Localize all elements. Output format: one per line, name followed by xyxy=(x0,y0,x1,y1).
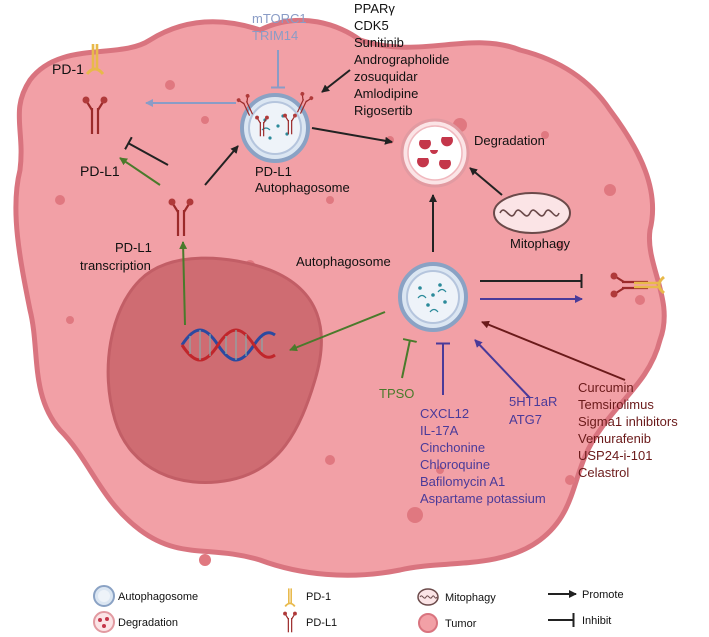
autophagosome-icon xyxy=(398,262,468,332)
brown-group-item: USP24-i-101 xyxy=(578,448,652,463)
promote-top-group-item: Rigosertib xyxy=(354,103,413,118)
degradation-label: Degradation xyxy=(474,133,545,148)
mitophagy-icon xyxy=(493,192,571,234)
legend-degradation: Degradation xyxy=(118,617,178,629)
legend-inhibit: Inhibit xyxy=(582,615,611,627)
mitophagy-label: Mitophagy xyxy=(510,236,570,251)
arrow-dna-to-transcription xyxy=(179,241,188,326)
purple-inhibit-group-item: Chloroquine xyxy=(420,457,490,472)
pdl1-autophagosome-icon xyxy=(235,90,315,163)
brown-group-item: Vemurafenib xyxy=(578,431,651,446)
purple-inhibit-group-item: CXCL12 xyxy=(420,406,469,421)
legend-tumor-icon xyxy=(418,613,438,633)
brown-group-item: Celastrol xyxy=(578,465,629,480)
brown-group-item: Sigma1 inhibitors xyxy=(578,414,678,429)
arrow-promote-top xyxy=(321,69,351,93)
promote-top-group-item: Andrographolide xyxy=(354,52,449,67)
promote-top-group-item: Sunitinib xyxy=(354,35,404,50)
arrow-mitophagy-to-degradation xyxy=(469,167,503,196)
promote-top-group-item: Amlodipine xyxy=(354,86,418,101)
mtor-group-item: mTORC1 xyxy=(252,11,307,26)
purple-inhibit-group-item: Aspartame potassium xyxy=(420,491,546,506)
legend-mitophagy: Mitophagy xyxy=(445,592,496,604)
promote-top-group-item: CDK5 xyxy=(354,18,389,33)
arrow-brown-group xyxy=(481,320,626,381)
purple-inhibit-group-item: IL-17A xyxy=(420,423,459,438)
tpso-label: TPSO xyxy=(379,386,414,401)
legend-autophagosome: Autophagosome xyxy=(118,591,198,603)
mtor-group-item: TRIM14 xyxy=(252,28,298,43)
brown-group-item: Curcumin xyxy=(578,380,634,395)
purple-inhibit-group-item: Bafilomycin A1 xyxy=(420,474,505,489)
purple-promote-group: 5HT1aR ATG7 xyxy=(509,394,557,427)
pdl1-autophagosome-label-1: PD-L1 xyxy=(255,164,292,179)
legend-autophagosome-icon xyxy=(93,585,115,607)
legend-degradation-icon xyxy=(93,611,115,633)
promote-top-group-item: PPARγ xyxy=(354,1,395,16)
pdl1-transcription-label-2: transcription xyxy=(80,258,151,273)
purple-inhibit-group-item: Cinchonine xyxy=(420,440,485,455)
pd1-label: PD-1 xyxy=(52,61,84,77)
brown-group-item: Temsirolimus xyxy=(578,397,654,412)
legend-pdl1: PD-L1 xyxy=(306,617,337,629)
promote-top-group-item: zosuquidar xyxy=(354,69,418,84)
pdl1-transcription-label-1: PD-L1 xyxy=(115,240,152,255)
purple-promote-group-item: ATG7 xyxy=(509,412,542,427)
legend-pdl1-icon xyxy=(282,611,298,633)
legend-pd1: PD-1 xyxy=(306,591,331,603)
degradation-icon xyxy=(400,118,470,188)
dna-icon xyxy=(180,328,276,362)
autophagosome-label: Autophagosome xyxy=(296,254,391,269)
legend-pd1-icon xyxy=(284,587,296,608)
inhibit-tpso xyxy=(401,338,417,379)
pdl1-autophagosome-label-2: Autophagosome xyxy=(255,180,350,195)
tumor-cell xyxy=(13,17,667,578)
arrow-transcription-to-autophagosome xyxy=(204,145,239,186)
legend-mitophagy-icon xyxy=(417,588,439,606)
arrow-green-to-membrane xyxy=(119,157,161,186)
legend-promote: Promote xyxy=(582,589,624,601)
inhibit-transcription-to-membrane xyxy=(124,136,169,166)
arrow-autophagosome-to-dna xyxy=(289,311,386,352)
arrow-to-degradation xyxy=(311,127,393,145)
purple-promote-group-item: 5HT1aR xyxy=(509,394,557,409)
cell-spots xyxy=(55,80,645,566)
legend-tumor: Tumor xyxy=(445,618,477,630)
pdl1-membrane-label: PD-L1 xyxy=(80,163,120,179)
legend: Autophagosome Degradation PD-1 PD-L1 Mit… xyxy=(93,585,624,633)
arrow-purple-promote xyxy=(474,339,531,399)
nucleus xyxy=(106,256,323,484)
